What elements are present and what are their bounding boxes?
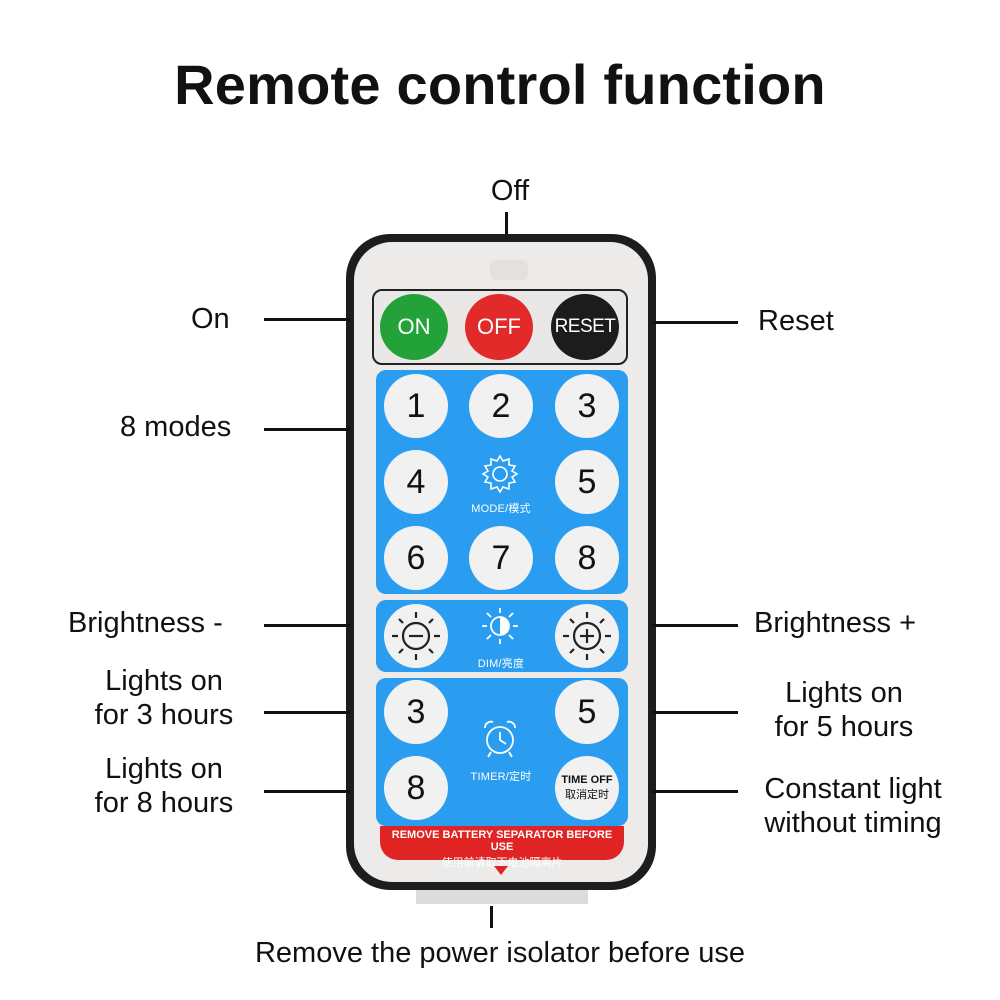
sun-minus-icon [392, 612, 440, 660]
brightness-icon [482, 608, 518, 644]
battery-separator-strip: REMOVE BATTERY SEPARATOR BEFORE USE 使用前请… [380, 826, 624, 869]
lights-8-label: Lights on for 8 hours [74, 752, 254, 820]
strip-text: REMOVE BATTERY SEPARATOR BEFORE USE [391, 829, 613, 853]
brightness-minus-label: Brightness - [68, 607, 223, 639]
mode-caption: MODE/模式 [471, 503, 531, 515]
modes-leader-line [264, 428, 350, 431]
constant-light-leader-line [652, 790, 738, 793]
mode-button-7[interactable]: 7 [469, 526, 533, 590]
brightness-plus-label: Brightness + [754, 607, 917, 639]
brightness-plus-button[interactable] [555, 604, 619, 668]
lights-3-line1: Lights on [105, 665, 223, 697]
off-leader-line [505, 212, 508, 234]
lights-8-line1: Lights on [105, 753, 223, 785]
constant-line1: Constant light [764, 773, 942, 805]
mode-button-6[interactable]: 6 [384, 526, 448, 590]
lights-8-line2: for 8 hours [94, 787, 234, 819]
reset-leader-line [652, 321, 738, 324]
on-button[interactable]: ON [380, 294, 448, 360]
lights-3-line2: for 3 hours [94, 699, 234, 731]
brightness-minus-button[interactable] [384, 604, 448, 668]
mode-button-4[interactable]: 4 [384, 450, 448, 514]
brightness-minus-leader-line [264, 624, 350, 627]
mode-button-2[interactable]: 2 [469, 374, 533, 438]
mode-button-1[interactable]: 1 [384, 374, 448, 438]
brightness-plus-leader-line [652, 624, 738, 627]
off-button[interactable]: OFF [465, 294, 533, 360]
modes-label: 8 modes [120, 411, 232, 443]
strip-text-cn: 使用前请取下电池隔离片 [441, 857, 563, 869]
ir-window [490, 260, 528, 280]
reset-button[interactable]: RESET [551, 294, 619, 360]
lights-8-leader-line [264, 790, 350, 793]
lights-3-label: Lights on for 3 hours [74, 664, 254, 732]
isolator-label: Remove the power isolator before use [254, 937, 746, 969]
down-arrow-icon [494, 866, 508, 875]
dim-caption: DIM/亮度 [477, 658, 525, 670]
reset-label: Reset [758, 305, 834, 337]
time-off-button[interactable]: TIME OFF 取消定时 [555, 756, 619, 820]
time-off-label-cn: 取消定时 [565, 789, 609, 801]
timer-caption: TIMER/定时 [470, 771, 532, 783]
time-off-label: TIME OFF [561, 774, 613, 786]
lights-5-line2: for 5 hours [774, 711, 914, 743]
timer-5-button[interactable]: 5 [555, 680, 619, 744]
timer-3-button[interactable]: 3 [384, 680, 448, 744]
on-label: On [191, 303, 230, 335]
on-leader-line [264, 318, 350, 321]
page-title: Remote control function [174, 53, 826, 116]
isolator-leader-line [490, 906, 493, 928]
off-label: Off [490, 175, 530, 207]
mode-button-8[interactable]: 8 [555, 526, 619, 590]
sun-plus-icon [563, 612, 611, 660]
alarm-clock-icon [484, 720, 516, 758]
mode-button-3[interactable]: 3 [555, 374, 619, 438]
lights-5-leader-line [652, 711, 738, 714]
constant-line2: without timing [764, 807, 942, 839]
lights-3-leader-line [264, 711, 350, 714]
lights-5-label: Lights on for 5 hours [754, 676, 934, 744]
battery-isolator-tab[interactable] [416, 890, 588, 904]
constant-light-label: Constant light without timing [748, 772, 958, 840]
lights-5-line1: Lights on [785, 677, 903, 709]
gear-icon [481, 454, 519, 494]
mode-button-5[interactable]: 5 [555, 450, 619, 514]
timer-8-button[interactable]: 8 [384, 756, 448, 820]
